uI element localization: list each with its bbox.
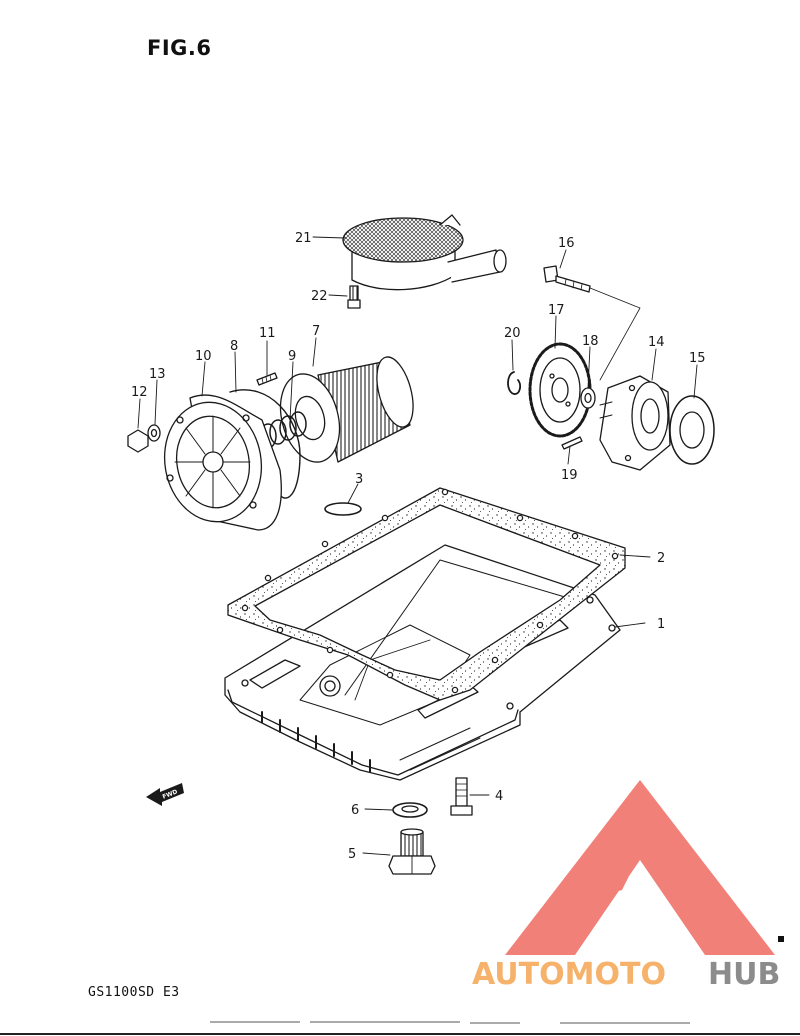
leader-lines	[137, 236, 698, 856]
figure-title: FIG.6	[147, 36, 212, 60]
callout-8: 8	[230, 339, 238, 354]
scan-marks	[0, 1021, 800, 1035]
callout-19: 19	[561, 468, 578, 483]
callout-21: 21	[295, 231, 312, 246]
callout-14: 14	[648, 335, 665, 350]
oil-pump-part-14	[599, 375, 671, 471]
callout-16: 16	[558, 236, 575, 251]
callout-4: 4	[495, 789, 503, 804]
callout-5: 5	[348, 847, 356, 862]
callout-17: 17	[548, 303, 565, 318]
oil-strainer-part-21	[342, 214, 507, 291]
callout-labels: 1 2 3 4 5 6 7 8 9 10 11 12 13 14 15 16 1…	[131, 231, 706, 862]
callout-12: 12	[131, 385, 148, 400]
circlip-part-20	[507, 371, 521, 395]
washer-part-6	[392, 802, 428, 818]
callout-18: 18	[582, 334, 599, 349]
filter-cover-part-10	[163, 394, 282, 531]
screw-part-22	[347, 285, 361, 309]
callout-13: 13	[149, 367, 166, 382]
bolt-part-4	[450, 777, 473, 816]
bolt-part-16	[543, 265, 591, 293]
washer-part-18	[580, 387, 596, 409]
callout-7: 7	[312, 324, 320, 339]
callout-3: 3	[355, 472, 363, 487]
pin-part-11	[256, 372, 278, 386]
callout-6: 6	[351, 803, 359, 818]
watermark-logo-icon	[505, 780, 775, 955]
callout-11: 11	[259, 326, 276, 341]
washer-part-13	[147, 424, 161, 442]
callout-10: 10	[195, 349, 212, 364]
pump-gasket-part-15	[669, 395, 715, 465]
fwd-arrow-marker: FWD	[146, 783, 184, 806]
watermark-text-a: AUTOMOTO	[472, 957, 666, 992]
callout-2: 2	[657, 551, 665, 566]
callout-20: 20	[504, 326, 521, 341]
callout-9: 9	[288, 349, 296, 364]
o-ring-part-3	[324, 502, 362, 516]
fwd-label: FWD	[161, 788, 178, 800]
callout-1: 1	[657, 617, 665, 632]
gear-part-17	[528, 342, 592, 438]
o-ring-part-8	[229, 389, 301, 499]
callout-15: 15	[689, 351, 706, 366]
callout-22: 22	[311, 289, 328, 304]
pin-part-19	[561, 436, 583, 450]
corner-dot	[778, 936, 784, 942]
watermark: AUTOMOTO HUB	[472, 780, 784, 992]
oil-pan-gasket-part-2	[227, 487, 626, 701]
model-code: GS1100SD E3	[88, 985, 180, 1000]
nut-part-12	[127, 429, 149, 453]
watermark-text-b: HUB	[708, 957, 780, 992]
oil-filter-part-7	[279, 356, 414, 463]
drain-plug-part-5	[388, 828, 436, 875]
